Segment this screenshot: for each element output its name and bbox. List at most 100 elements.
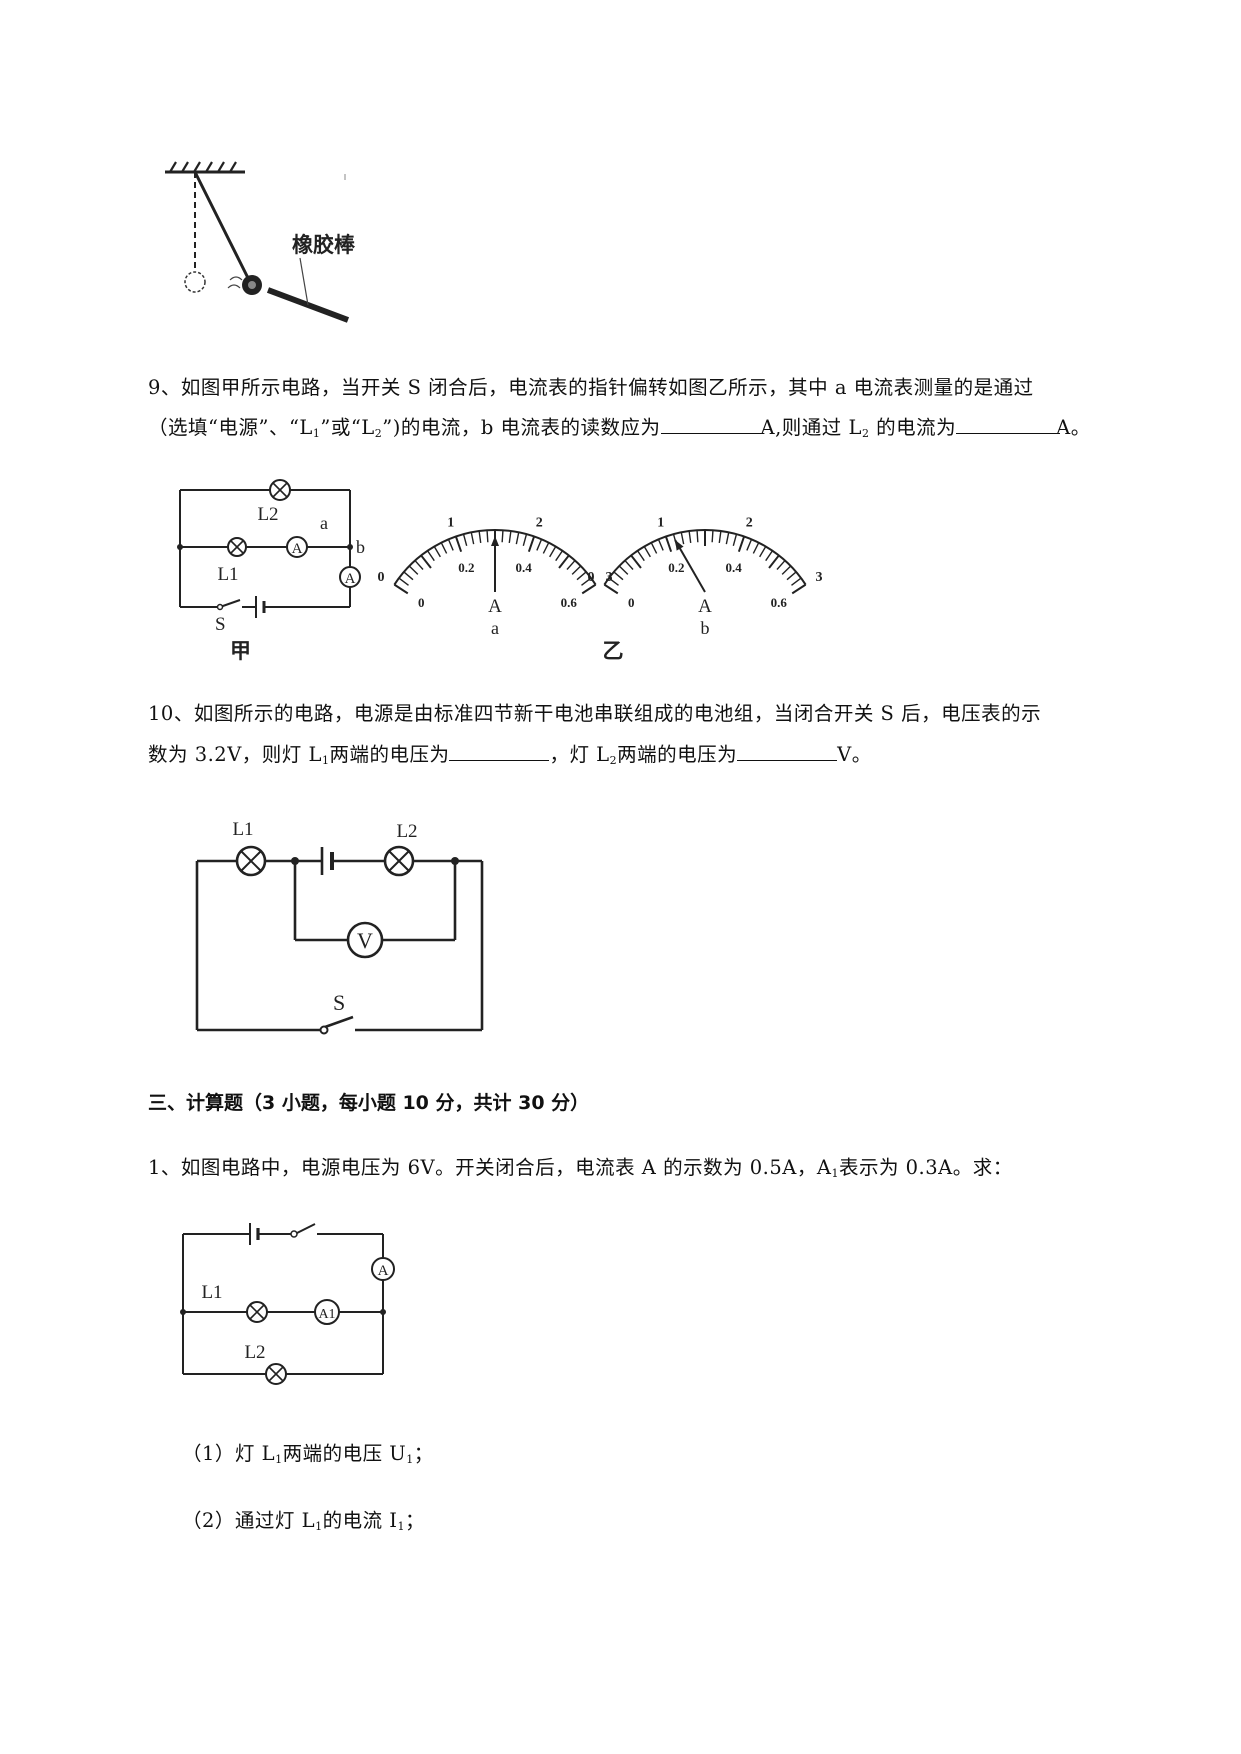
- meter-b-tick: [680, 532, 685, 545]
- q9-text-line1: 9、如图甲所示电路，当开关 S 闭合后，电流表的指针偏转如图乙所示，其中 a 电…: [148, 376, 1034, 399]
- meter-a-tick: [522, 534, 528, 546]
- c1-part1: （1）灯 L1两端的电压 U1；: [182, 1442, 434, 1466]
- rubber-rod-label: 橡胶棒: [292, 233, 356, 257]
- q10-blank-l2-voltage[interactable]: [737, 740, 838, 761]
- meter-b-tick: [664, 536, 673, 552]
- meter-b-tick: [657, 539, 664, 551]
- q9-meters-caption: 乙: [603, 639, 624, 663]
- meter-a-tick: [440, 542, 448, 554]
- meter-a-tick: [566, 560, 576, 570]
- meter-b-tick: [746, 539, 753, 551]
- meter-a-tick: [581, 583, 597, 595]
- meter-a-tick: [501, 530, 504, 543]
- q9-blank-b-reading[interactable]: [660, 413, 761, 434]
- q9-ammeter-a-symbol: A: [292, 541, 303, 557]
- meter-a-tick: [549, 546, 557, 558]
- meter-b-tick: [737, 536, 746, 552]
- meter-a-tick: [555, 550, 564, 562]
- meter-a-tick: [571, 565, 582, 575]
- meter-a-tick: [542, 542, 550, 554]
- meter-b-tick: [696, 530, 699, 543]
- q9-lamp1-label: L1: [217, 564, 238, 585]
- meter-a-bottom-label: 0.6: [561, 595, 578, 610]
- meter-a-tick: [447, 539, 454, 551]
- meter-b-tick: [608, 577, 619, 586]
- meter-b-tick: [781, 565, 792, 575]
- q10-circuit-figure: V L1 L2 S: [195, 819, 484, 1035]
- meter-b-top-label: 3: [816, 570, 823, 585]
- c1-part2: （2）通过灯 L1的电流 I1；: [182, 1509, 425, 1533]
- meter-a-bottom-label: 0.4: [516, 560, 533, 575]
- meter-b-tick: [603, 583, 619, 595]
- q9-node-a-label: a: [320, 513, 328, 533]
- q9-switch-label: S: [215, 614, 226, 635]
- q9-circuit-figure: A A L2 L1 a b S 甲: [177, 479, 365, 663]
- meter-a-tick: [414, 560, 424, 570]
- meter-a-tick: [508, 530, 512, 544]
- meter-a-tick: [581, 577, 592, 586]
- meter-b-bottom-label: 0.6: [771, 595, 788, 610]
- meter-b-tick: [768, 554, 780, 569]
- meter-b-tick: [711, 530, 714, 543]
- meter-b-tick: [732, 534, 738, 546]
- meter-a-tick: [478, 530, 482, 544]
- meter-b-tick: [630, 554, 642, 569]
- meter-b-tick: [618, 565, 629, 575]
- q10-blank-l1-voltage[interactable]: [449, 740, 550, 761]
- meter-b-tick: [791, 583, 807, 595]
- meter-b-bottom-label: 0.2: [668, 560, 684, 575]
- c1-ammeter1-symbol: A1: [318, 1307, 335, 1322]
- meter-a-letter: a: [491, 618, 499, 638]
- meter-b-tick: [791, 577, 802, 586]
- c1-circuit-figure: A A1 L1 L2: [180, 1223, 395, 1385]
- meter-a-top-label: 0: [377, 570, 384, 585]
- meter-b-letter: b: [701, 618, 710, 638]
- meter-b-unit-label: A: [698, 596, 712, 617]
- pendulum-figure: 橡胶棒: [165, 161, 356, 323]
- meter-a-top-label: 1: [447, 515, 454, 530]
- meter-b-tick: [786, 571, 797, 581]
- meter-b-tick: [725, 532, 730, 545]
- q9-blank-l2-current[interactable]: [956, 413, 1057, 434]
- meter-b-tick: [636, 550, 645, 562]
- meter-a-tick: [470, 532, 475, 545]
- meter-a-tick: [536, 539, 543, 551]
- q10-lamp2-label: L2: [396, 821, 417, 842]
- meter-a-tick: [558, 554, 570, 569]
- meter-a-tick: [515, 532, 520, 545]
- meter-b-tick: [613, 571, 624, 581]
- c1-lamp1-label: L1: [201, 1282, 222, 1303]
- q9-circuit-caption: 甲: [230, 639, 251, 663]
- meter-b-top-label: 1: [657, 515, 664, 530]
- meter-a-bottom-label: 0: [418, 595, 425, 610]
- q10-voltmeter-symbol: V: [357, 928, 373, 953]
- meter-b-top-label: 2: [746, 515, 753, 530]
- meter-a-tick: [462, 534, 468, 546]
- meter-a-tick: [393, 583, 409, 595]
- q10-text-line1: 10、如图所示的电路，电源是由标准四节新干电池串联组成的电池组，当闭合开关 S …: [148, 702, 1042, 725]
- meter-a-tick: [433, 546, 441, 558]
- meter-b-tick: [643, 546, 651, 558]
- q9-node-b-label: b: [356, 537, 365, 557]
- meter-a-tick: [398, 577, 409, 586]
- meter-a-tick: [486, 530, 489, 543]
- meter-a-tick: [420, 554, 432, 569]
- c1-lamp2-label: L2: [244, 1342, 265, 1363]
- meter-a-pointer-head: [491, 536, 499, 546]
- q9-lamp2-label: L2: [257, 504, 278, 525]
- meter-b-tick: [752, 542, 760, 554]
- c1-ammeter-symbol: A: [378, 1263, 389, 1279]
- meter-b-tick: [765, 550, 774, 562]
- meter-b-tick: [688, 530, 692, 544]
- q10-switch-label: S: [333, 990, 345, 1015]
- meter-a-tick: [576, 571, 587, 581]
- meter-b-bottom-label: 0.4: [726, 560, 743, 575]
- meter-b-top-label: 0: [587, 570, 594, 585]
- meter-a-top-label: 2: [536, 515, 543, 530]
- meter-b-tick: [624, 560, 634, 570]
